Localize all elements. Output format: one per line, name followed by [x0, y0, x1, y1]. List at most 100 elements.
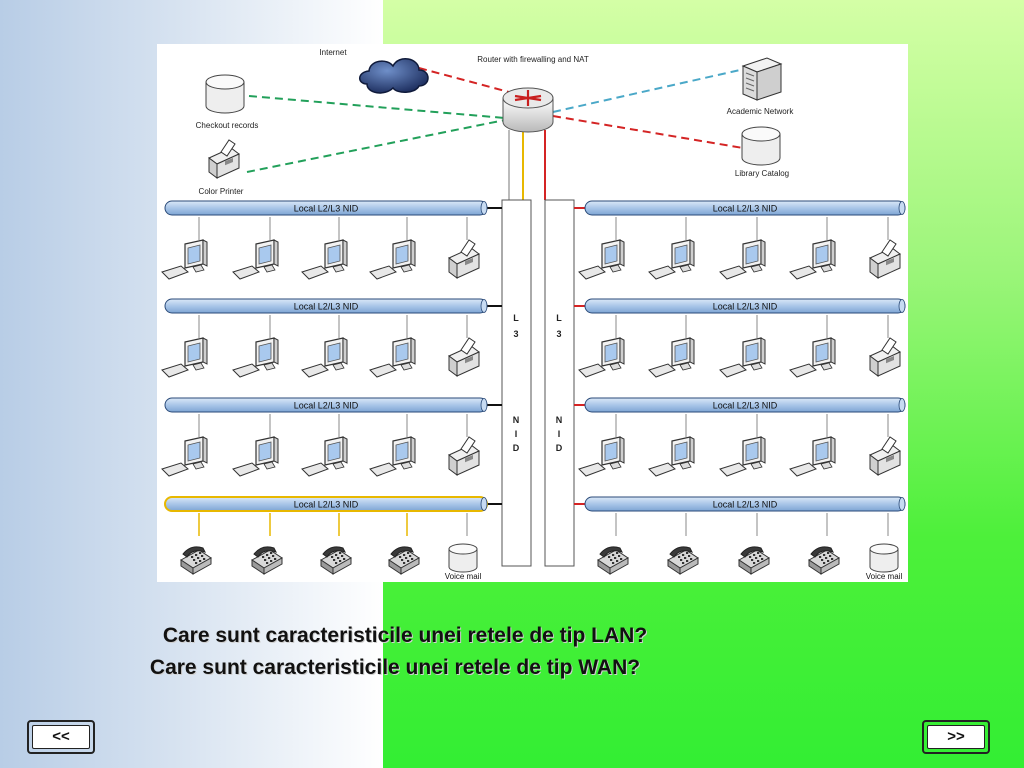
computer-icon-shape: [161, 436, 208, 477]
computer-icon: [578, 337, 625, 378]
academic-label: Academic Network: [727, 107, 795, 116]
printer-icon-shape: [869, 337, 901, 377]
computer-icon: [161, 436, 208, 477]
printer-icon: [448, 239, 480, 279]
phone-icon: [808, 546, 840, 575]
internet-label: Internet: [319, 48, 347, 57]
phone-icon-shape: [667, 546, 699, 575]
computer-icon-shape: [578, 436, 625, 477]
printer-icon: [869, 337, 901, 377]
l3-letter: L: [513, 313, 519, 323]
computer-icon: [578, 436, 625, 477]
color-printer-icon: [208, 139, 240, 179]
computer-icon-shape: [719, 436, 766, 477]
previous-button-label: <<: [32, 725, 90, 749]
computer-icon: [232, 239, 279, 280]
computer-icon-shape: [301, 239, 348, 280]
computer-icon: [648, 337, 695, 378]
checkout-link: [248, 95, 506, 119]
l3-letter: 3: [513, 329, 518, 339]
computer-icon: [648, 436, 695, 477]
nid-label: Local L2/L3 NID: [713, 302, 778, 312]
internet-link: [418, 67, 510, 93]
router-icon: [502, 87, 554, 133]
computer-icon-shape: [719, 239, 766, 280]
next-button[interactable]: >>: [922, 720, 990, 754]
computer-icon-shape: [789, 436, 836, 477]
nid-label: Local L2/L3 NID: [294, 401, 359, 411]
phone-icon: [251, 546, 283, 575]
phone-icon-shape: [597, 546, 629, 575]
voice-mail-icon: [448, 543, 478, 573]
question-wan: Care sunt caracteristicile unei retele d…: [149, 656, 641, 679]
phone-icon-shape: [180, 546, 212, 575]
library-link: [552, 115, 744, 149]
phone-icon: [320, 546, 352, 575]
network-diagram-svg: L 3 N I D L 3 N I D Inter: [161, 48, 906, 581]
phone-icon-shape: [738, 546, 770, 575]
nid-label: Local L2/L3 NID: [294, 500, 359, 510]
nid-label: Local L2/L3 NID: [294, 302, 359, 312]
computer-icon: [369, 436, 416, 477]
printer-link: [246, 119, 506, 173]
computer-icon-shape: [232, 436, 279, 477]
printer-icon-shape: [869, 436, 901, 476]
voice-mail-icon-shape: [869, 543, 899, 573]
academic-network-icon: [742, 57, 782, 101]
l3-letter: D: [556, 443, 563, 453]
printer-label: Color Printer: [199, 187, 244, 196]
computer-icon-shape: [232, 337, 279, 378]
computer-icon: [301, 337, 348, 378]
phone-icon-shape: [808, 546, 840, 575]
l3-letter: I: [515, 429, 518, 439]
printer-icon: [448, 337, 480, 377]
l3-letter: I: [558, 429, 561, 439]
printer-icon-shape: [448, 337, 480, 377]
voice-mail-icon: [869, 543, 899, 573]
l3-letter: N: [556, 415, 563, 425]
computer-icon: [719, 337, 766, 378]
computer-icon: [161, 239, 208, 280]
computer-icon-shape: [232, 239, 279, 280]
l3-nid-right: [544, 199, 575, 567]
computer-icon: [789, 436, 836, 477]
checkout-records-icon: [205, 74, 245, 114]
computer-icon: [161, 337, 208, 378]
network-diagram: L 3 N I D L 3 N I D Inter: [157, 44, 908, 582]
voice-mail-label: Voice mail: [866, 572, 903, 581]
voice-mail-icon-shape: [448, 543, 478, 573]
next-button-label: >>: [927, 725, 985, 749]
computer-icon-shape: [301, 436, 348, 477]
phone-icon: [667, 546, 699, 575]
l3-letter: D: [513, 443, 520, 453]
computer-icon-shape: [648, 436, 695, 477]
computer-icon-shape: [578, 337, 625, 378]
printer-icon: [869, 436, 901, 476]
printer-icon-shape: [869, 239, 901, 279]
phone-icon-shape: [320, 546, 352, 575]
computer-icon: [719, 436, 766, 477]
printer-icon: [448, 436, 480, 476]
l3-letter: L: [556, 313, 562, 323]
computer-icon-shape: [369, 337, 416, 378]
computer-icon-shape: [369, 239, 416, 280]
lan-rows: Local L2/L3 NID Local L2/L3 NID Local L2/L…: [161, 200, 906, 581]
nid-label: Local L2/L3 NID: [294, 204, 359, 214]
computer-icon: [232, 337, 279, 378]
nid-label: Local L2/L3 NID: [713, 204, 778, 214]
voice-mail-label: Voice mail: [445, 572, 482, 581]
previous-button[interactable]: <<: [27, 720, 95, 754]
computer-icon: [301, 239, 348, 280]
printer-icon-shape: [448, 239, 480, 279]
printer-icon: [869, 239, 901, 279]
phone-icon: [738, 546, 770, 575]
phone-icon-shape: [388, 546, 420, 575]
computer-icon-shape: [369, 436, 416, 477]
library-label: Library Catalog: [735, 169, 789, 178]
phone-icon: [597, 546, 629, 575]
printer-icon-shape: [448, 436, 480, 476]
computer-icon: [369, 337, 416, 378]
computer-icon-shape: [719, 337, 766, 378]
computer-icon-shape: [161, 239, 208, 280]
computer-icon-shape: [161, 337, 208, 378]
